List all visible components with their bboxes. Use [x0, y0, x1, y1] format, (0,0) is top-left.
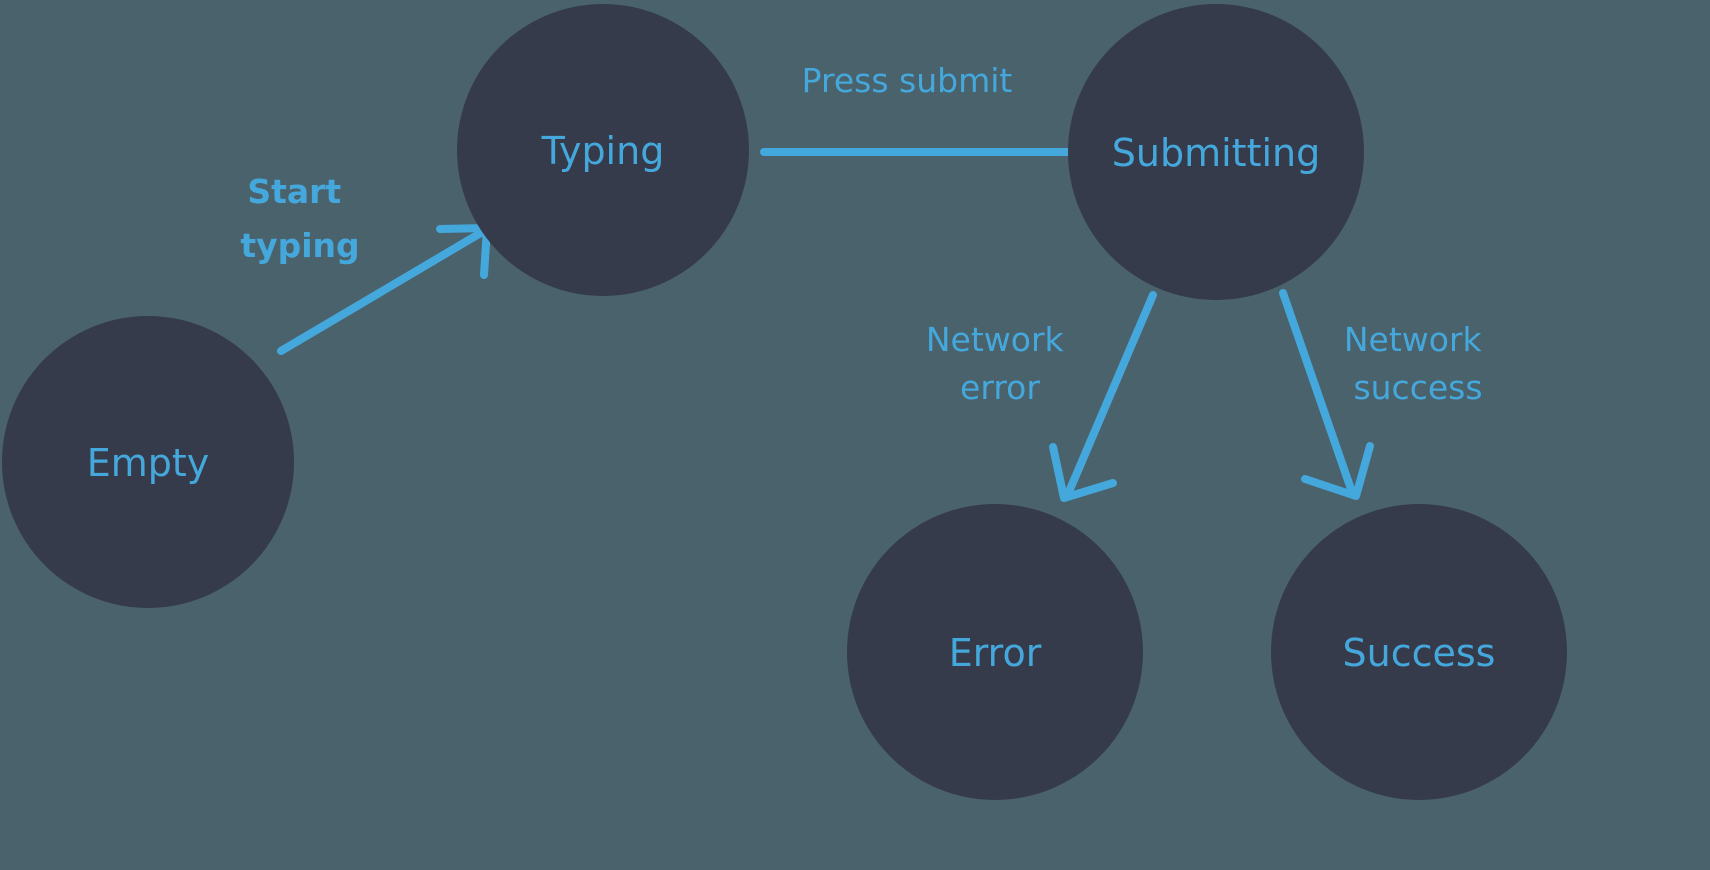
state-node-success-label: Success [1343, 631, 1496, 675]
edge-label-network-error-line-2: error [960, 368, 1040, 407]
edge-network-success-arrowhead [1301, 442, 1374, 500]
edge-label-start-typing-line-1: Start [247, 172, 341, 211]
edge-label-network-success-line-1: Network [1344, 320, 1483, 359]
state-node-typing-circle[interactable] [457, 4, 749, 296]
edge-network-success [1279, 289, 1374, 500]
edge-start-typing-line [277, 227, 488, 355]
edge-network-error-arrowhead [1049, 443, 1117, 502]
state-node-submitting[interactable]: Submitting [1068, 4, 1364, 300]
edge-label-press-submit-line-1: Press submit [802, 61, 1013, 100]
state-node-empty[interactable]: Empty [2, 316, 294, 608]
state-node-error[interactable]: Error [847, 504, 1143, 800]
edge-label-network-error-line-1: Network [926, 320, 1065, 359]
edge-label-start-typing-line-2: typing [240, 226, 359, 265]
edge-label-network-error: Network error [926, 320, 1074, 407]
edge-label-network-success: Network success [1344, 320, 1492, 407]
state-node-empty-label: Empty [87, 441, 210, 485]
edge-label-press-submit: Press submit [802, 61, 1013, 100]
state-node-empty-circle[interactable] [2, 316, 294, 608]
edge-network-error [1049, 291, 1157, 502]
state-node-success[interactable]: Success [1271, 504, 1567, 800]
edge-label-network-success-line-2: success [1353, 368, 1482, 407]
state-node-typing-label: Typing [541, 129, 665, 173]
edge-label-start-typing: Start typing [240, 172, 359, 265]
state-node-error-label: Error [949, 631, 1042, 675]
state-node-submitting-label: Submitting [1112, 131, 1320, 175]
state-node-submitting-circle[interactable] [1068, 4, 1364, 300]
state-node-success-circle[interactable] [1271, 504, 1567, 800]
edge-network-success-line [1279, 289, 1356, 496]
state-node-error-circle[interactable] [847, 504, 1143, 800]
state-node-typing[interactable]: Typing [457, 4, 749, 296]
edge-network-error-line [1064, 291, 1157, 498]
